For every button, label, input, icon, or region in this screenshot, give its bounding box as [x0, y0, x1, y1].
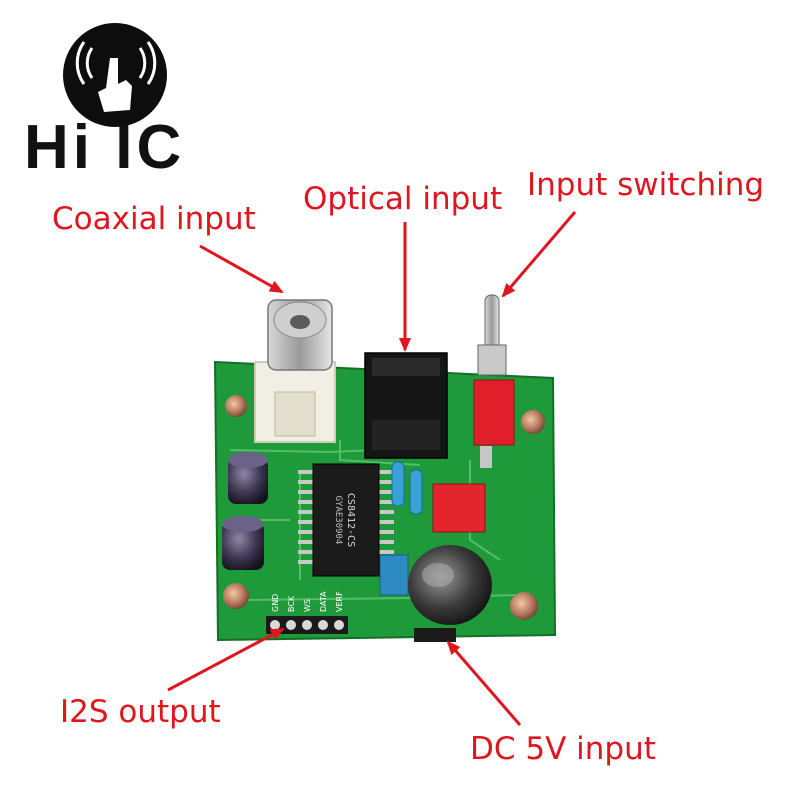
pin-label: GND [271, 594, 280, 612]
electrolytic-capacitor [408, 545, 492, 625]
mounting-screw [521, 410, 545, 434]
label-coaxial-input: Coaxial input [52, 201, 256, 237]
pin-label: DATA [319, 591, 328, 612]
dc-header [414, 628, 456, 642]
capacitor [228, 452, 268, 504]
resistor [391, 461, 423, 515]
chip-label-line1: CS8412-CS [345, 493, 356, 547]
pin-label: BCK [287, 595, 296, 612]
mounting-screw [225, 395, 247, 417]
label-dc-input: DC 5V input [470, 731, 656, 767]
capacitor [222, 516, 264, 570]
pin-label: WS [303, 599, 312, 612]
input-switch [473, 294, 515, 468]
optical-receiver [364, 352, 448, 459]
label-i2s-output: I2S output [60, 694, 221, 730]
arrow-switching [501, 211, 577, 298]
hand-signal-icon [75, 41, 157, 85]
mounting-screw [510, 592, 538, 620]
label-optical-input: Optical input [303, 181, 503, 217]
pin-label: VERF [335, 591, 344, 612]
callout-arrows [167, 211, 577, 726]
mounting-screw [223, 583, 249, 609]
decoder-chip: CS8412-CS GYAE30904 [298, 463, 394, 577]
chip-label-line2: GYAE30904 [333, 496, 343, 545]
red-block [432, 483, 486, 533]
pin-labels: GND BCK WS DATA VERF [271, 591, 344, 612]
coaxial-jack [254, 299, 336, 443]
logo-text: Hi IC [24, 113, 186, 182]
arrow-coaxial [199, 244, 284, 294]
label-input-switching: Input switching [527, 167, 765, 203]
hand-shape [98, 58, 132, 112]
i2s-header [266, 616, 348, 634]
arrow-dc [446, 640, 522, 726]
arrow-i2s [167, 627, 285, 692]
logo-emblem [63, 23, 167, 127]
pcb-board: CS8412-CS GYAE30904 [213, 294, 557, 642]
film-capacitor [379, 554, 409, 596]
